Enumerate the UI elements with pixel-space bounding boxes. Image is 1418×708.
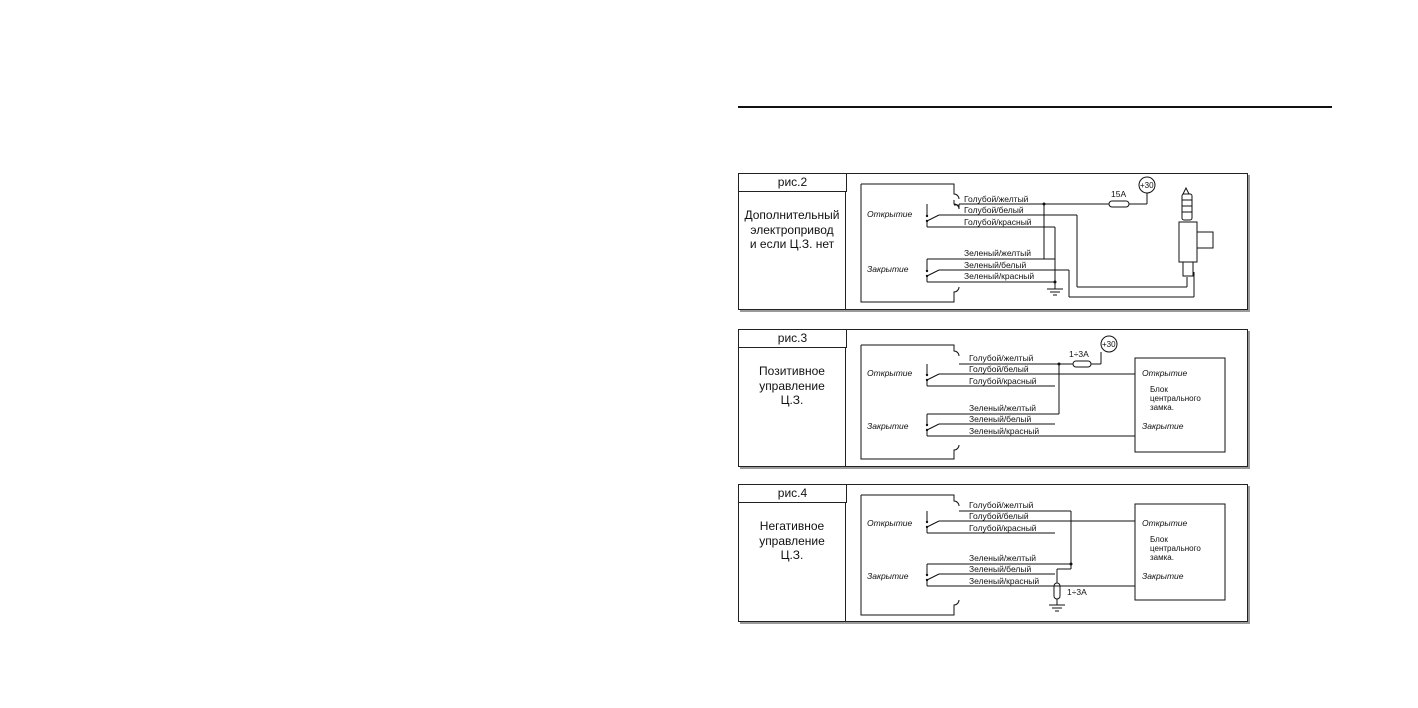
wire-label: Зеленый/красный [969,576,1039,586]
wire-label: Зеленый/белый [969,564,1031,574]
figure-2-caption: рис.2 [739,174,847,192]
block-close-label: Закрытие [1142,571,1184,581]
wire-label: Голубой/желтый [964,194,1029,204]
figure-2-description: Дополнительный электропривод и если Ц.З.… [739,192,846,309]
close-label: Закрытие [867,421,909,431]
close-label: Закрытие [867,571,909,581]
figure-3-panel: рис.3 Позитивное управление Ц.З. [738,329,1248,467]
figure-3-description: Позитивное управление Ц.З. [739,348,846,466]
block-title-line: Блок [1150,535,1168,544]
wire-label: Зеленый/белый [964,260,1026,270]
wire-label: Голубой/желтый [969,500,1034,510]
wire-label: Зеленый/красный [964,271,1034,281]
supply-label: +30 [1140,181,1154,190]
open-label: Открытие [867,518,912,528]
wire-label: Голубой/белый [964,205,1024,215]
open-label: Открытие [867,368,912,378]
wire-label: Голубой/красный [969,376,1037,386]
wire-label: Голубой/красный [969,523,1037,533]
figure-2-panel: рис.2 Дополнительный электропривод и есл… [738,173,1248,310]
block-title-line: замка. [1150,553,1174,562]
block-close-label: Закрытие [1142,421,1184,431]
fuse-label: 1÷3А [1067,587,1087,597]
block-title-line: замка. [1150,403,1174,412]
figure-3-caption: рис.3 [739,330,847,348]
block-open-label: Открытие [1142,368,1187,378]
block-title-line: Блок [1150,385,1168,394]
wire-label: Голубой/белый [969,511,1029,521]
block-open-label: Открытие [1142,518,1187,528]
block-title-line: центрального [1150,544,1201,553]
wire-label: Зеленый/желтый [969,403,1036,413]
fuse-label: 15А [1111,189,1126,199]
figure-4-schematic: Открытие Закрытие Голубой/желтый Голубой… [860,494,1226,616]
figure-4-description: Негативное управление Ц.З. [739,503,846,621]
figure-2-schematic: Открытие Закрытие Голубой/желтый Голубой… [860,176,1214,303]
close-label: Закрытие [867,264,909,274]
wire-label: Зеленый/белый [969,414,1031,424]
figure-4-panel: рис.4 Негативное управление Ц.З. [738,484,1248,622]
wire-label: Зеленый/желтый [969,553,1036,563]
figure-4-caption: рис.4 [739,485,847,503]
wire-label: Голубой/белый [969,364,1029,374]
figure-3-schematic: Открытие Закрытие Голубой/желтый Голубой… [860,335,1226,460]
open-label: Открытие [867,209,912,219]
wire-label: Зеленый/красный [969,426,1039,436]
block-title-line: центрального [1150,394,1201,403]
top-rule [738,106,1332,108]
wire-label: Голубой/красный [964,217,1032,227]
fuse-label: 1÷3А [1069,349,1089,359]
wire-label: Зеленый/желтый [964,248,1031,258]
wire-label: Голубой/желтый [969,353,1034,363]
supply-label: +30 [1102,340,1116,349]
